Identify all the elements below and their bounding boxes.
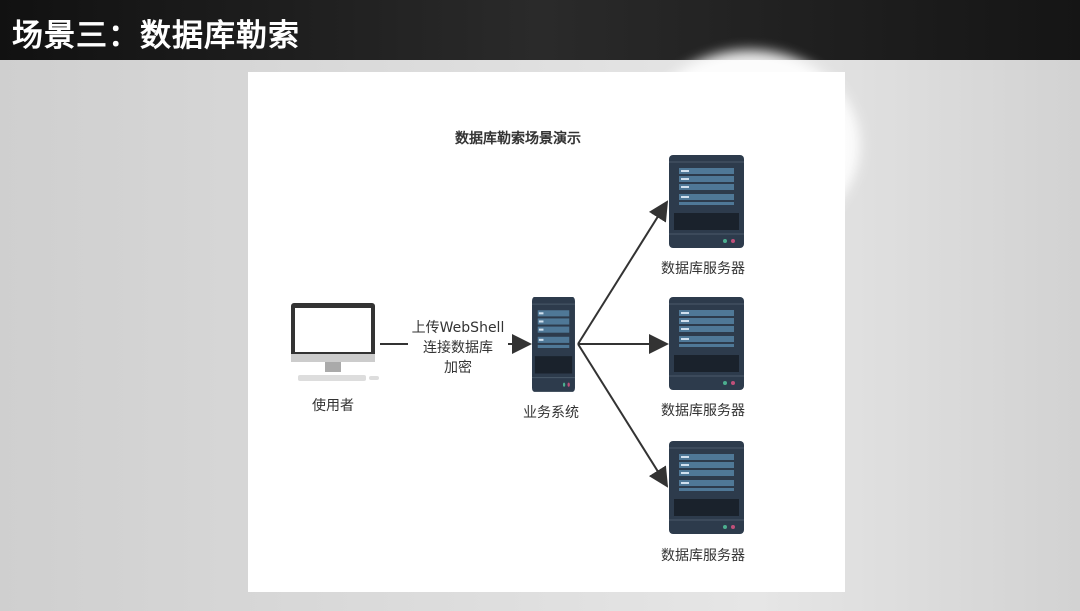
diagram-title: 数据库勒索场景演示 — [455, 131, 581, 147]
business-system-label: 业务系统 — [523, 405, 579, 421]
edge-label-line: 上传WebShell — [411, 320, 505, 336]
db-server-icon — [668, 440, 745, 535]
title-bar: 场景三：数据库勒索 — [0, 0, 1080, 60]
db-server-label: 数据库服务器 — [661, 261, 745, 277]
db-server-label: 数据库服务器 — [661, 548, 745, 564]
edge-label-line: 加密 — [444, 360, 472, 376]
db-server-icon — [668, 296, 745, 391]
edge-label-line: 连接数据库 — [423, 340, 493, 356]
slide-title: 场景三：数据库勒索 — [12, 18, 300, 54]
edge-arrow-db-3 — [577, 343, 669, 488]
user-label: 使用者 — [312, 398, 354, 414]
edge-label: 上传WebShell 连接数据库 加密 — [404, 318, 512, 378]
db-server-icon — [668, 154, 745, 249]
db-server-label: 数据库服务器 — [661, 403, 745, 419]
business-server-icon — [531, 296, 576, 393]
monitor-icon — [291, 303, 379, 381]
edge-arrow-db-1 — [577, 200, 669, 345]
